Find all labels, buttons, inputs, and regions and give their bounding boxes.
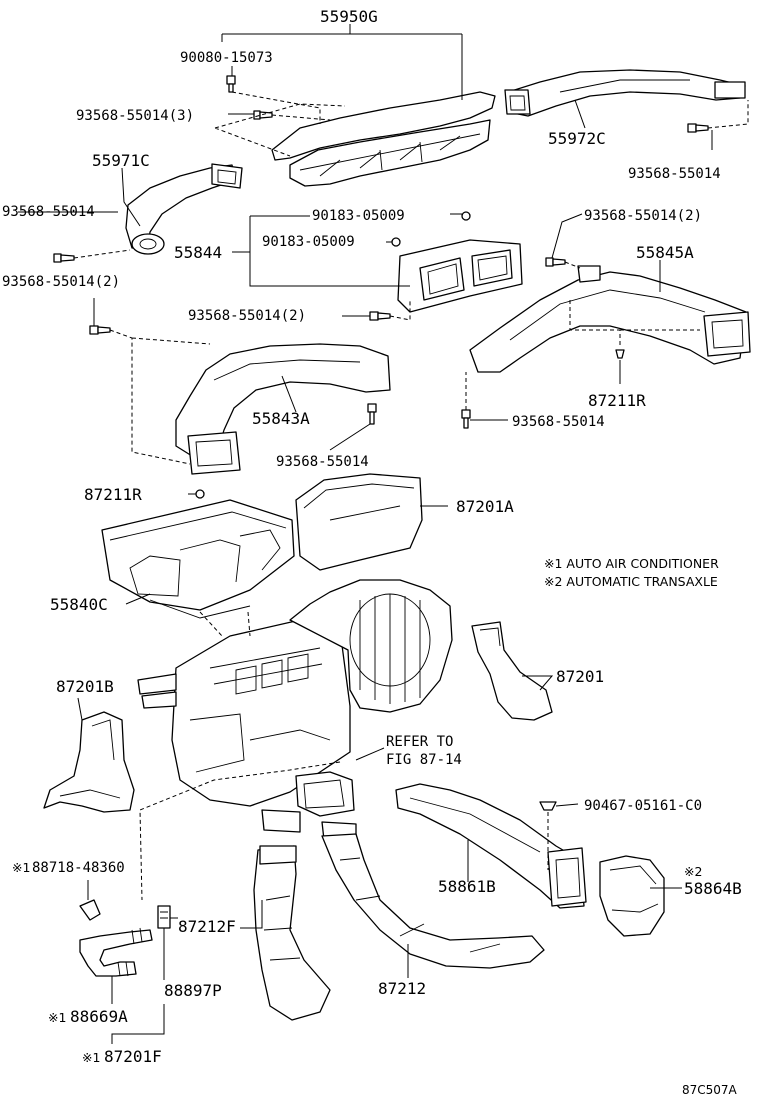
- mark-2-58864b: ※2: [684, 864, 702, 879]
- rear-duct-58861b: [395, 783, 587, 909]
- mark-1-88669a: ※1: [48, 1010, 66, 1025]
- label-93568-55014-middle: 93568-55014: [276, 454, 369, 470]
- label-87211r-right: 87211R: [588, 391, 646, 410]
- clip-87211r-left: [195, 489, 205, 499]
- label-88718-48360: 88718-48360: [32, 860, 125, 876]
- leader-lines: [18, 24, 749, 1044]
- label-87212: 87212: [378, 979, 426, 998]
- screw-93568-55014-left: [53, 253, 75, 263]
- label-88669a: 88669A: [70, 1007, 128, 1026]
- label-87201: 87201: [556, 667, 604, 686]
- duct-87201b: [43, 711, 135, 813]
- screw-93568-55014-2-right: [545, 257, 566, 267]
- label-93568-55014-left: 93568-55014: [2, 204, 95, 220]
- clip-90183-05009-b: [391, 237, 401, 247]
- duct-87201: [471, 621, 553, 721]
- label-87201b: 87201B: [56, 677, 114, 696]
- clip-90467-05161-c0: [539, 801, 557, 811]
- connector-88897p: [157, 905, 171, 929]
- label-90183-05009-a: 90183-05009: [312, 208, 405, 224]
- label-55950g: 55950G: [320, 7, 378, 26]
- label-93568-55014-right-lower: 93568-55014: [512, 414, 605, 430]
- label-87212f: 87212F: [178, 917, 236, 936]
- side-duct-55845a: [469, 265, 751, 373]
- label-55845a: 55845A: [636, 243, 694, 262]
- label-90183-05009-b: 90183-05009: [262, 234, 355, 250]
- note-auto-air-conditioner: ※1 AUTO AIR CONDITIONER: [544, 556, 719, 571]
- label-93568-55014-3: 93568-55014(3): [76, 108, 194, 124]
- label-93568-55014-2-left: 93568-55014(2): [2, 274, 120, 290]
- label-90080-15073: 90080-15073: [180, 50, 273, 66]
- label-93568-55014-2-right: 93568-55014(2): [584, 208, 702, 224]
- heater-unit-assembly: [137, 579, 453, 843]
- defroster-nozzle-55950g: [271, 91, 496, 187]
- label-refer-fig: FIG 87-14: [386, 752, 462, 768]
- legend-notes: ※1 AUTO AIR CONDITIONER ※2 AUTOMATIC TRA…: [544, 556, 719, 589]
- foot-duct-87212: [321, 833, 545, 969]
- label-55843a: 55843A: [252, 409, 310, 428]
- side-duct-55843a: [175, 343, 391, 475]
- side-duct-55972c: [504, 69, 746, 117]
- screw-93568-55014-middle: [367, 403, 377, 425]
- label-87201a: 87201A: [456, 497, 514, 516]
- label-93568-55014-2-middle: 93568-55014(2): [188, 308, 306, 324]
- aspirator-88669a: [79, 927, 153, 977]
- screw-93568-55014-2-middle: [369, 311, 391, 321]
- mark-1-88718: ※1: [12, 860, 30, 875]
- screw-93568-55014-top-right: [687, 123, 709, 133]
- label-55840c: 55840C: [50, 595, 108, 614]
- filter-cover-87201a: [295, 473, 423, 571]
- label-90467-05161-c0: 90467-05161-C0: [584, 798, 702, 814]
- screw-93568-55014-2-left: [89, 325, 111, 335]
- screw-93568-55014-right-lower: [461, 409, 471, 429]
- sensor-88718-48360: [79, 899, 101, 921]
- note-automatic-transaxle: ※2 AUTOMATIC TRANSAXLE: [544, 574, 718, 589]
- label-87211r-left: 87211R: [84, 485, 142, 504]
- register-housing-55840c: [101, 499, 295, 619]
- screw-93568-55014-3: [253, 110, 273, 120]
- clip-90183-05009-a: [461, 211, 471, 221]
- label-55971c: 55971C: [92, 151, 150, 170]
- clip-87211r-right: [615, 349, 625, 359]
- label-refer-to: REFER TO: [386, 734, 453, 750]
- label-58864b: 58864B: [684, 879, 742, 898]
- bolt-90080-15073: [226, 75, 236, 93]
- part-labels: 55950G 90080-15073 93568-55014(3) 55972C…: [2, 7, 742, 1066]
- label-93568-55014-top-right: 93568-55014: [628, 166, 721, 182]
- figure-code: 87C507A: [682, 1083, 738, 1097]
- foot-duct-87212f: [253, 845, 331, 1021]
- mark-1-87201f: ※1: [82, 1050, 100, 1065]
- label-58861b: 58861B: [438, 877, 496, 896]
- label-55844: 55844: [174, 243, 222, 262]
- label-88897p: 88897P: [164, 981, 222, 1000]
- duct-58864b: [599, 855, 665, 937]
- label-55972c: 55972C: [548, 129, 606, 148]
- label-87201f: 87201F: [104, 1047, 162, 1066]
- side-duct-55971c: [125, 163, 243, 255]
- center-register-55844: [397, 239, 523, 313]
